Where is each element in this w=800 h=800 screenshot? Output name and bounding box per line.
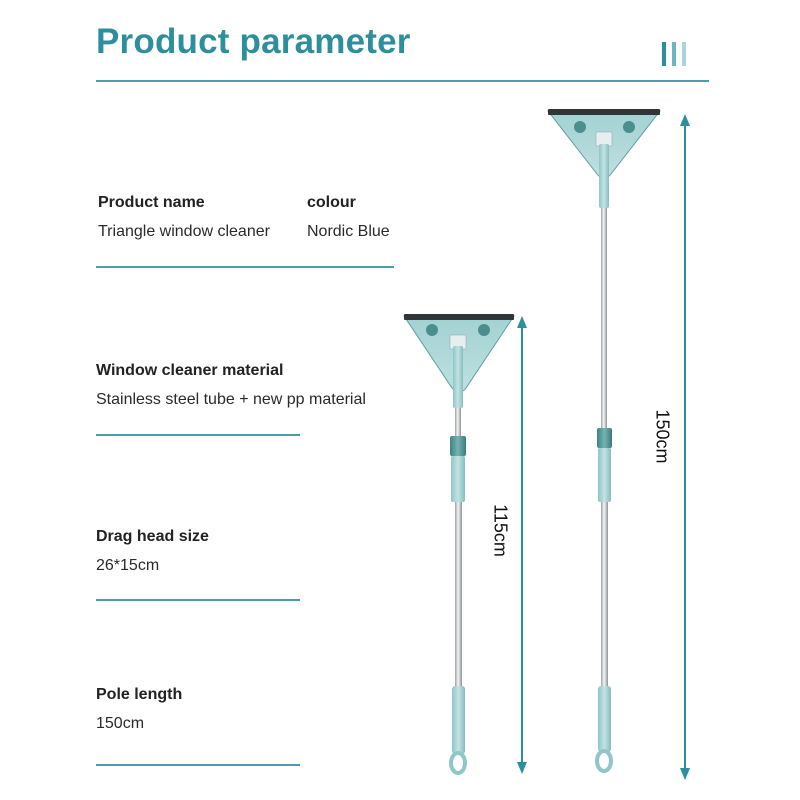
- pole-length-value: 150cm: [96, 715, 145, 732]
- product-name-value: Triangle window cleaner: [98, 223, 270, 240]
- short-pole-dimension-label: 115cm: [490, 504, 511, 557]
- short-dimension-arrow: [517, 316, 527, 774]
- product-name-label: Product name: [98, 194, 205, 211]
- page-title: Product parameter: [96, 22, 411, 61]
- long-pole-dimension-label: 150cm: [652, 409, 673, 464]
- colour-value: Nordic Blue: [307, 223, 390, 240]
- material-value: Stainless steel tube + new pp material: [96, 391, 366, 408]
- title-divider: [96, 80, 709, 82]
- long-window-cleaner: [546, 109, 662, 773]
- pole-length-label: Pole length: [96, 686, 183, 703]
- spec-divider-2: [96, 434, 300, 436]
- spec-divider-4: [96, 764, 300, 766]
- decorative-bars-icon: [662, 42, 692, 68]
- long-dimension-arrow: [680, 114, 690, 780]
- material-label: Window cleaner material: [96, 362, 284, 379]
- spec-divider-3: [96, 599, 300, 601]
- head-size-value: 26*15cm: [96, 557, 160, 574]
- spec-divider-1: [96, 266, 394, 268]
- colour-label: colour: [307, 194, 356, 211]
- head-size-label: Drag head size: [96, 528, 209, 545]
- short-window-cleaner: [403, 314, 515, 775]
